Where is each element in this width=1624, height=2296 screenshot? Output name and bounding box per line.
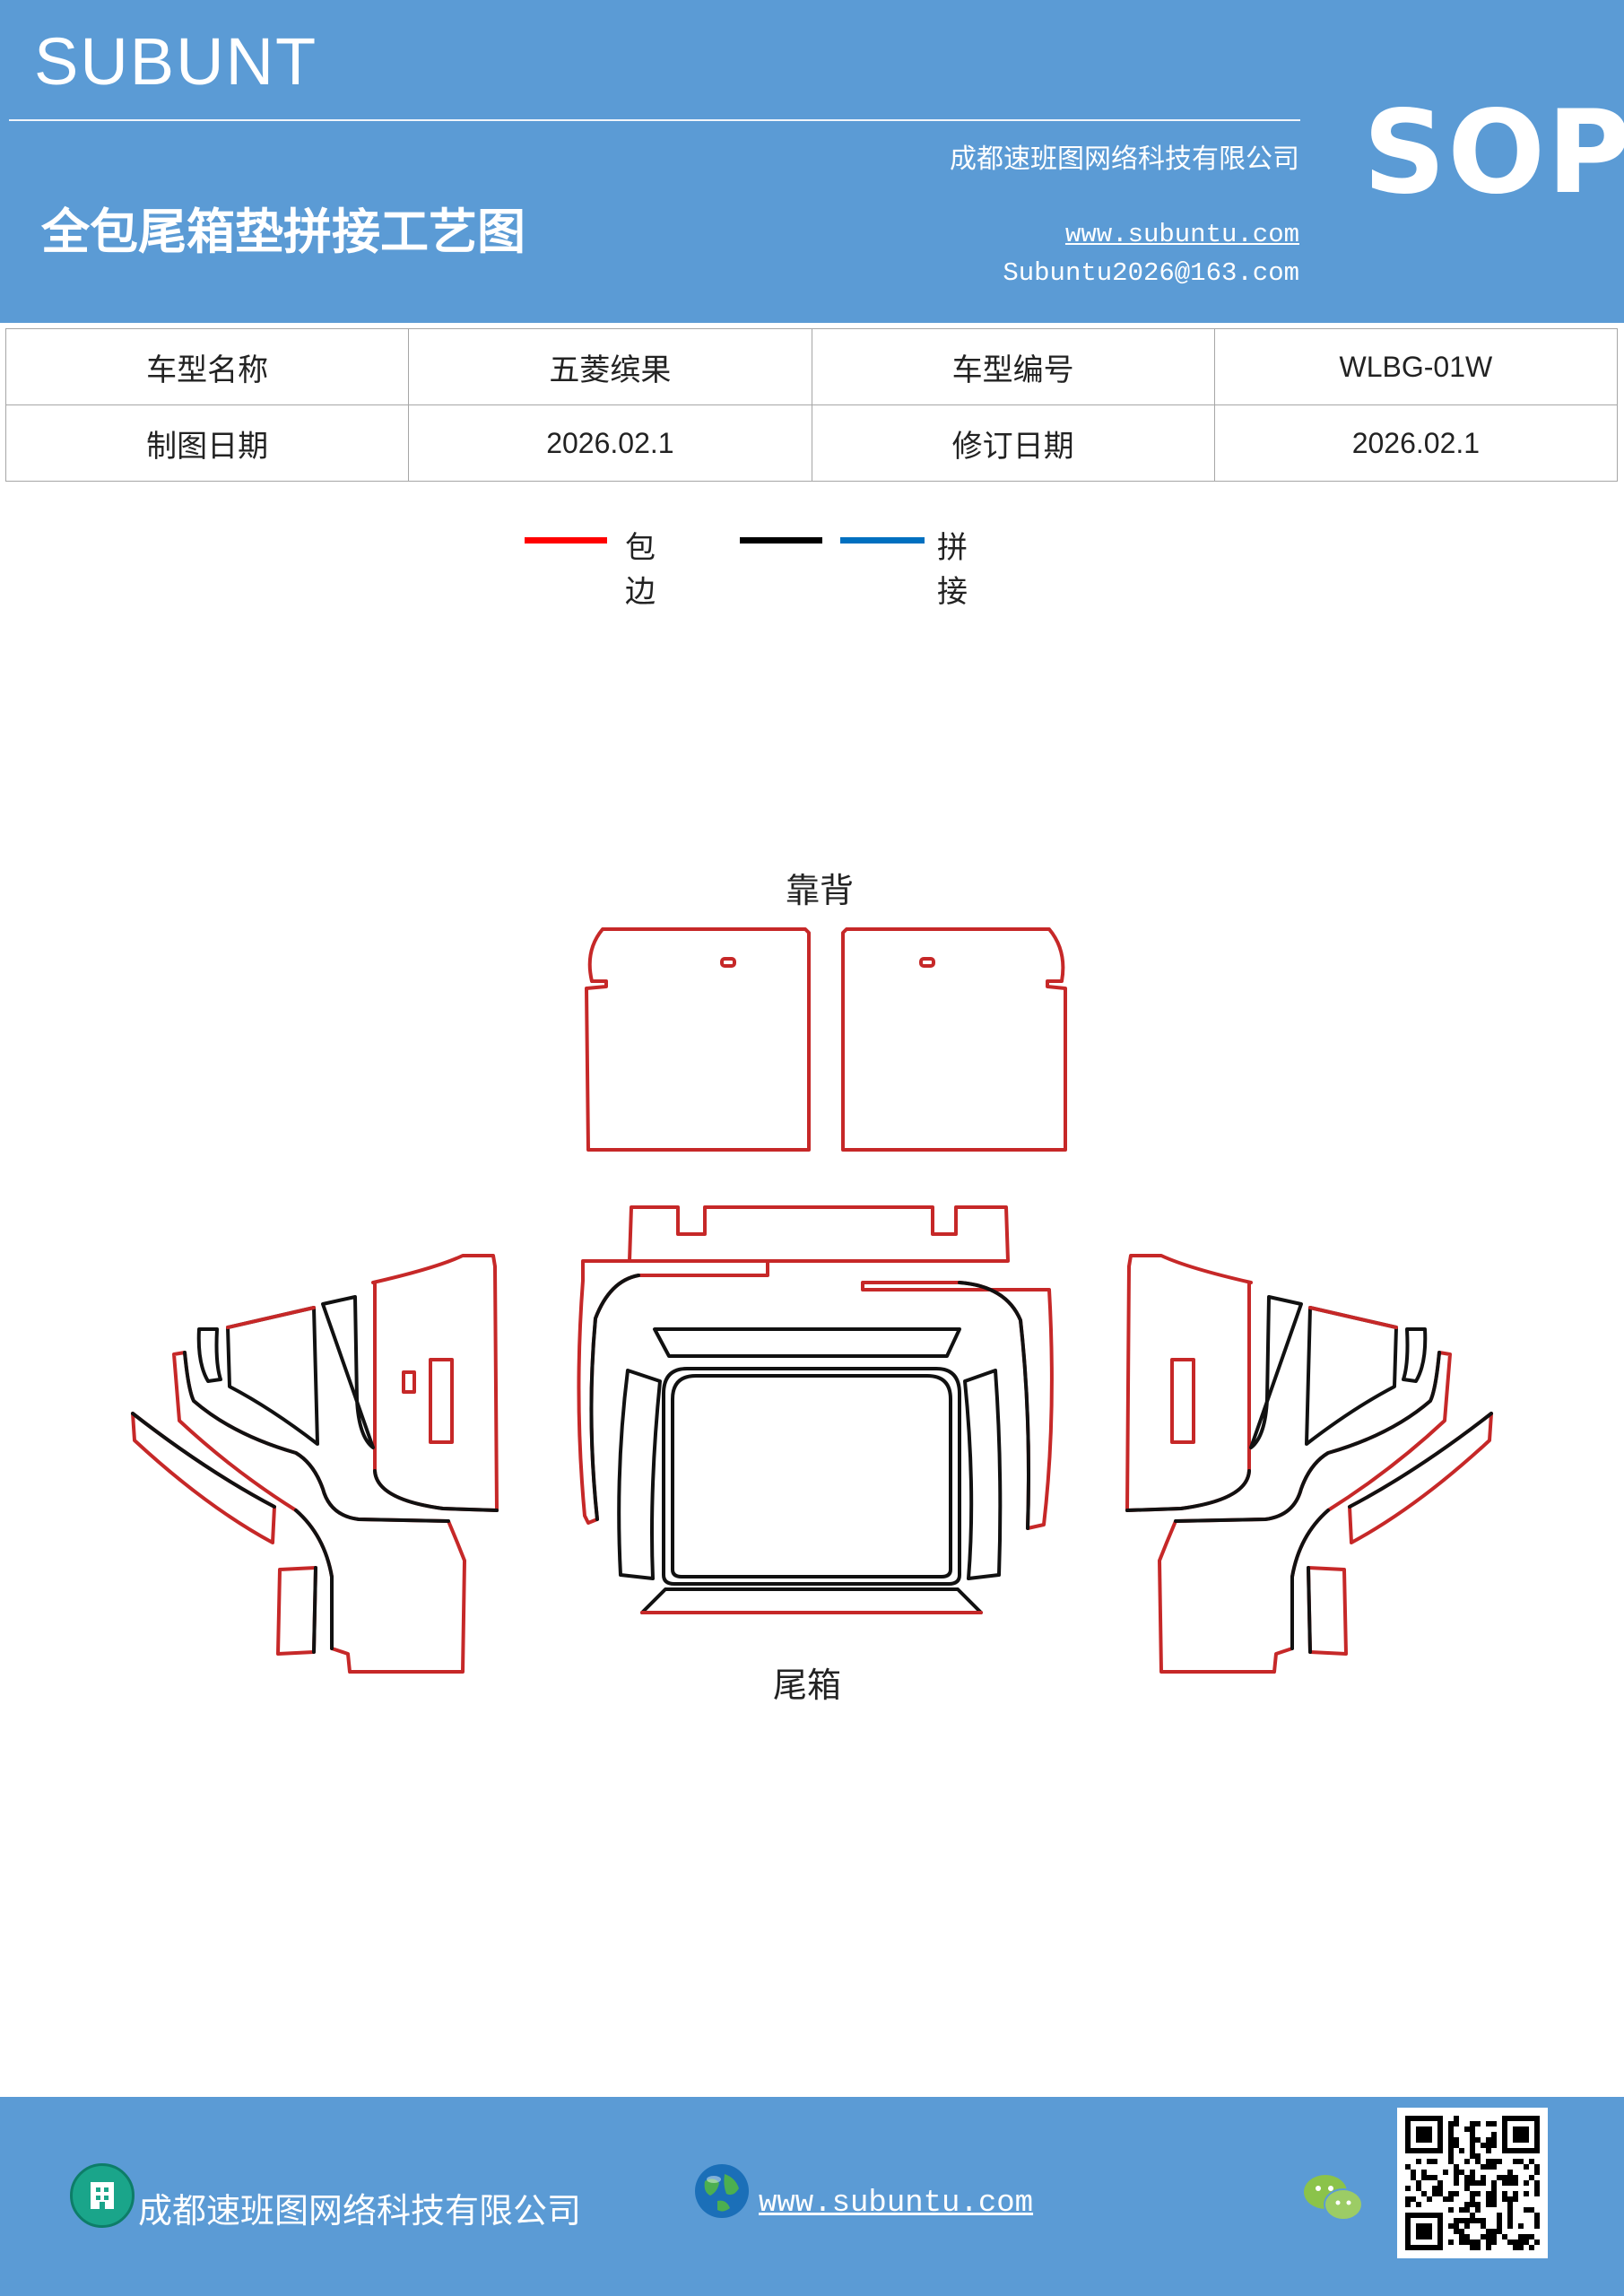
model-code-label: 车型编号 xyxy=(811,328,1215,405)
revision-date-value: 2026.02.1 xyxy=(1213,404,1619,482)
drawing-date-value: 2026.02.1 xyxy=(408,404,812,482)
legend-label-seam: 拼接 xyxy=(937,530,968,610)
model-name-label: 车型名称 xyxy=(4,328,410,405)
sop-badge: SOP xyxy=(1363,86,1624,220)
brand-name: SUBUNT xyxy=(34,24,318,99)
right-side-panel-group xyxy=(1125,1254,1493,1674)
backrest-left-panel xyxy=(585,927,811,1152)
legend-swatch-blue xyxy=(840,537,925,544)
mat-splicing-diagram: 靠背 尾箱 xyxy=(131,871,1493,1705)
building-icon xyxy=(70,2163,135,2228)
footer-banner: 成都速班图网络科技有限公司 www.subuntu.com xyxy=(0,2097,1624,2296)
vehicle-info-table: 车型名称 五菱缤果 车型编号 WLBG-01W 制图日期 2026.02.1 修… xyxy=(4,328,1619,482)
legend-swatch-red xyxy=(525,537,607,544)
left-side-panel-group xyxy=(131,1254,499,1674)
table-row: 制图日期 2026.02.1 修订日期 2026.02.1 xyxy=(4,404,1619,482)
footer-website-link[interactable]: www.subuntu.com xyxy=(759,2187,1034,2221)
header-divider xyxy=(9,119,1300,121)
company-name: 成都速班图网络科技有限公司 xyxy=(950,144,1299,175)
trunk-top-strip xyxy=(628,1205,1010,1263)
drawing-date-label: 制图日期 xyxy=(4,404,410,482)
document-title: 全包尾箱垫拼接工艺图 xyxy=(41,204,525,260)
revision-date-label: 修订日期 xyxy=(811,404,1215,482)
backrest-label: 靠背 xyxy=(786,871,854,910)
legend-swatch-black xyxy=(740,537,822,544)
website-link[interactable]: www.subuntu.com xyxy=(1064,220,1299,249)
model-name-value: 五菱缤果 xyxy=(408,328,812,405)
email-address: Subuntu2026@163.com xyxy=(1003,258,1299,288)
legend-label-edge: 包边 xyxy=(625,530,656,610)
table-row: 车型名称 五菱缤果 车型编号 WLBG-01W xyxy=(4,328,1619,405)
footer-company-name: 成都速班图网络科技有限公司 xyxy=(138,2191,582,2231)
qr-code xyxy=(1397,2108,1548,2258)
trunk-label: 尾箱 xyxy=(773,1665,841,1705)
model-code-value: WLBG-01W xyxy=(1213,328,1619,405)
trunk-floor-group xyxy=(577,1259,1054,1614)
backrest-right-panel xyxy=(841,927,1067,1152)
globe-icon xyxy=(692,2161,751,2221)
wechat-icon[interactable] xyxy=(1302,2172,1365,2224)
header-banner: SUBUNT 成都速班图网络科技有限公司 全包尾箱垫拼接工艺图 www.subu… xyxy=(0,0,1624,323)
